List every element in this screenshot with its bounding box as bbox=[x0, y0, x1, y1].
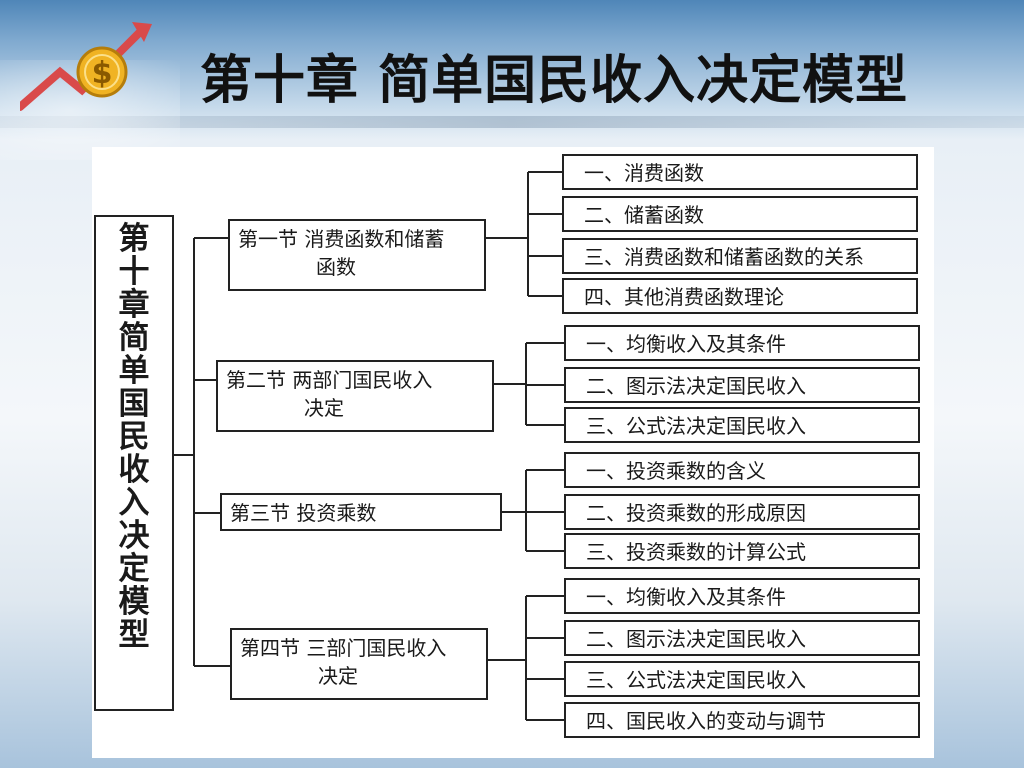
section-label-cont: 决定 bbox=[304, 396, 344, 420]
topic-box: 三、投资乘数的计算公式 bbox=[564, 533, 920, 569]
topic-box: 一、均衡收入及其条件 bbox=[564, 325, 920, 361]
topic-box: 四、国民收入的变动与调节 bbox=[564, 702, 920, 738]
topic-box: 三、消费函数和储蓄函数的关系 bbox=[562, 238, 918, 274]
section-label: 第四节 三部门国民收入 bbox=[240, 636, 447, 660]
topic-box: 三、公式法决定国民收入 bbox=[564, 661, 920, 697]
topic-box: 一、投资乘数的含义 bbox=[564, 452, 920, 488]
topic-box: 二、图示法决定国民收入 bbox=[564, 367, 920, 403]
section-label: 第二节 两部门国民收入 bbox=[226, 368, 433, 392]
section-label: 第三节 投资乘数 bbox=[230, 501, 377, 525]
page-title: 第十章 简单国民收入决定模型 bbox=[200, 51, 909, 111]
root-chapter-box: 第十章 简单国民收入决定模型 bbox=[94, 215, 174, 711]
section-label: 第一节 消费函数和储蓄 bbox=[238, 227, 445, 251]
topic-box: 一、消费函数 bbox=[562, 154, 918, 190]
svg-text:$: $ bbox=[92, 56, 113, 91]
dollar-coin-logo-icon: $ bbox=[20, 22, 152, 111]
section-box-2: 第二节 两部门国民收入 决定 bbox=[216, 360, 494, 432]
section-box-1: 第一节 消费函数和储蓄 函数 bbox=[228, 219, 486, 291]
section-label-cont: 函数 bbox=[316, 255, 356, 279]
topic-box: 四、其他消费函数理论 bbox=[562, 278, 918, 314]
section-label-cont: 决定 bbox=[318, 664, 358, 688]
topic-box: 二、图示法决定国民收入 bbox=[564, 620, 920, 656]
topic-box: 三、公式法决定国民收入 bbox=[564, 407, 920, 443]
topic-box: 一、均衡收入及其条件 bbox=[564, 578, 920, 614]
topic-box: 二、投资乘数的形成原因 bbox=[564, 494, 920, 530]
section-box-4: 第四节 三部门国民收入 决定 bbox=[230, 628, 488, 700]
background-stripe bbox=[0, 116, 1024, 128]
topic-box: 二、储蓄函数 bbox=[562, 196, 918, 232]
section-box-3: 第三节 投资乘数 bbox=[220, 493, 502, 531]
